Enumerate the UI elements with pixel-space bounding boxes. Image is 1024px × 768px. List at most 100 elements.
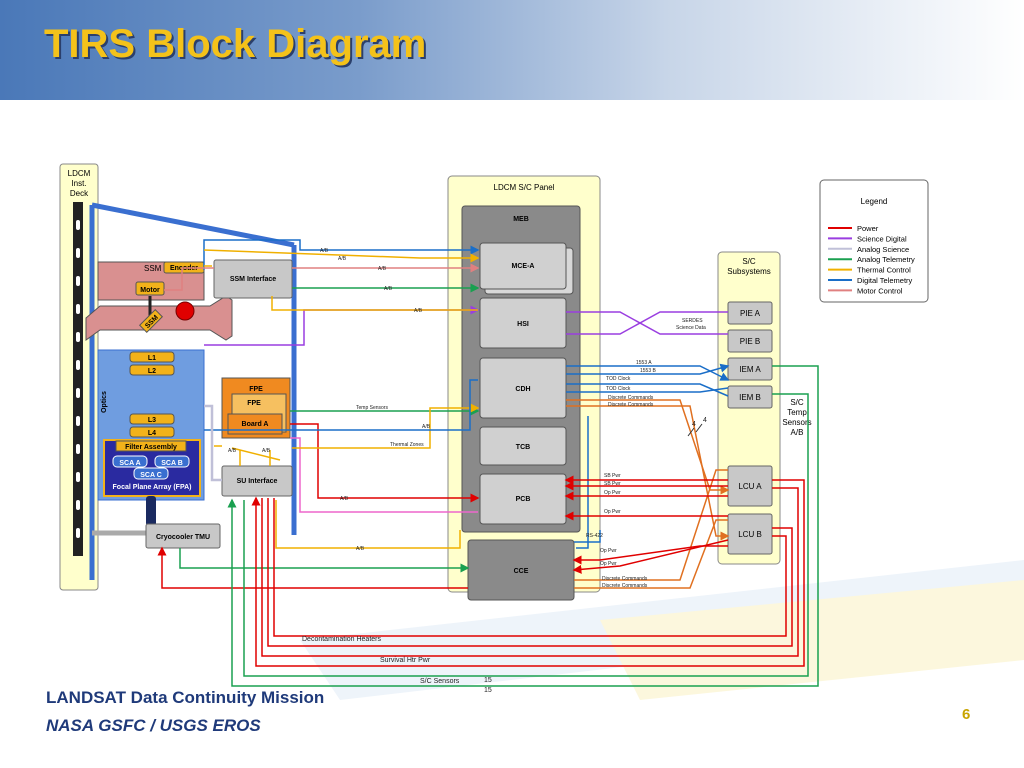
hsi-box	[479, 297, 567, 349]
footer-org: NASA GSFC / USGS EROS	[46, 716, 261, 735]
link-ab-bottom	[275, 500, 461, 549]
pcb-label: PCB	[516, 496, 531, 503]
label-sb-2: SB Pwr	[604, 481, 621, 487]
link-tod2	[566, 387, 729, 393]
label-disc-4: Discrete Commands	[602, 583, 648, 589]
label-1553a: 1553 A	[636, 360, 652, 366]
label-ab-8: A/B	[262, 448, 271, 454]
lcu-a-label: LCU A	[738, 482, 762, 491]
label-tod-1: TOD Clock	[606, 376, 631, 382]
sc-panel-title: LDCM S/C Panel	[494, 183, 555, 192]
ssm-interface-box	[213, 259, 293, 299]
link-tod1	[566, 383, 729, 397]
link-discrete-2	[566, 405, 730, 541]
tcb-box	[479, 426, 567, 466]
cryocooler-box	[145, 523, 221, 549]
label-sc-sensors: S/C Sensors	[420, 678, 460, 685]
link-hsi-pie-b	[566, 311, 728, 335]
sca-c-label: SCA C	[140, 472, 162, 479]
lens-l3	[129, 413, 175, 425]
slash-4-b	[695, 423, 703, 433]
iem-a-label: IEM A	[739, 365, 761, 374]
slide-title: TIRS Block Diagram	[44, 22, 427, 66]
label-op-3: Op Pwr	[600, 548, 617, 554]
label-temp-sensors: Temp Sensors	[356, 405, 388, 411]
lens-l2	[129, 364, 175, 376]
cdh-box	[479, 357, 567, 419]
link-thermal-top	[203, 249, 480, 263]
mce-a-label: MCE-A	[512, 263, 535, 270]
sc-temp-sensors-4: A/B	[791, 428, 804, 437]
label-op-1: Op Pwr	[604, 490, 621, 496]
link-iem-b-right	[243, 393, 809, 677]
link-decon-2	[261, 487, 799, 657]
fpe-inner-label: FPE	[247, 400, 261, 407]
link-cryo-bottom	[179, 548, 470, 573]
filter-assembly-box	[115, 440, 187, 452]
pie-a-label: PIE A	[740, 309, 761, 318]
legend-label: Science Digital	[857, 234, 907, 243]
legend-label: Motor Control	[857, 286, 903, 295]
label-sb-1: SB Pwr	[604, 473, 621, 479]
legend-label: Power	[857, 224, 879, 233]
fpa-label: Focal Plane Array (FPA)	[113, 484, 192, 491]
link-1553a	[566, 365, 730, 381]
header-banner	[0, 0, 1024, 100]
sca-a-box	[112, 455, 148, 468]
page-number: 6	[962, 706, 971, 723]
link-disc-3	[574, 469, 728, 581]
lens-l4-label: L4	[148, 430, 156, 437]
lcu-b-label: LCU B	[738, 530, 762, 539]
link-discrete-1	[566, 399, 730, 495]
label-disc-1: Discrete Commands	[608, 395, 654, 401]
pie-a-box	[727, 301, 773, 325]
legend-label: Analog Telemetry	[857, 255, 915, 264]
label-thermal-zones: Thermal Zones	[390, 442, 424, 448]
link-thermal-ssm	[271, 296, 478, 311]
legend-label: Analog Science	[857, 245, 909, 254]
link-fpe-red	[290, 423, 480, 503]
meb-label: MEB	[513, 216, 529, 223]
motor-box	[135, 281, 165, 296]
label-ab-3: A/B	[378, 266, 387, 272]
label-15-a: 15	[484, 677, 492, 684]
inst-deck-label-2: Inst.	[71, 179, 86, 188]
instrument-structure	[89, 202, 297, 580]
pie-b-label: PIE B	[740, 337, 760, 346]
link-1553b	[566, 363, 730, 375]
pie-b-box	[727, 329, 773, 353]
sc-subsystems-label-2: Subsystems	[727, 267, 771, 276]
cce-label: CCE	[514, 568, 529, 575]
lens-l3-label: L3	[148, 417, 156, 424]
ssm-label: SSM	[144, 264, 162, 273]
link-surv-2	[273, 498, 787, 637]
connection-labels: A/B A/B A/B A/B A/B Temp Sensors A/B The…	[228, 248, 707, 694]
board-a-box	[227, 413, 283, 435]
label-serdes-1: SERDES	[682, 318, 703, 324]
link-thermal-zones	[292, 403, 480, 449]
link-purple-hsi	[204, 305, 480, 346]
label-op-4: Op Pwr	[600, 561, 617, 567]
label-ab-2: A/B	[338, 256, 347, 262]
ssm-mirror	[138, 308, 164, 334]
label-four-2: 4	[703, 417, 707, 424]
label-survival: Survival Htr Pwr	[380, 657, 431, 664]
cold-link	[146, 496, 156, 526]
label-15-b: 15	[484, 687, 492, 694]
optics-label: Optics	[101, 391, 108, 413]
slash-4-a	[687, 427, 695, 437]
fpe-outer-label: FPE	[249, 386, 263, 393]
inst-deck-label-1: LDCM	[68, 169, 91, 178]
link-motor-pink	[164, 268, 478, 291]
label-serdes-2: Science Data	[676, 325, 706, 331]
ssm-interface-label: SSM Interface	[230, 276, 276, 283]
sc-temp-sensors-3: Sensors	[782, 418, 811, 427]
label-disc-2: Discrete Commands	[608, 402, 654, 408]
label-decon: Decontamination Heaters	[302, 636, 381, 643]
label-ab-7: A/B	[228, 448, 237, 454]
label-four-1: 4	[692, 421, 696, 428]
legend-label: Digital Telemetry	[857, 276, 913, 285]
sca-b-box	[154, 455, 190, 468]
link-temp-right	[227, 365, 819, 687]
lens-l2-label: L2	[148, 368, 156, 375]
